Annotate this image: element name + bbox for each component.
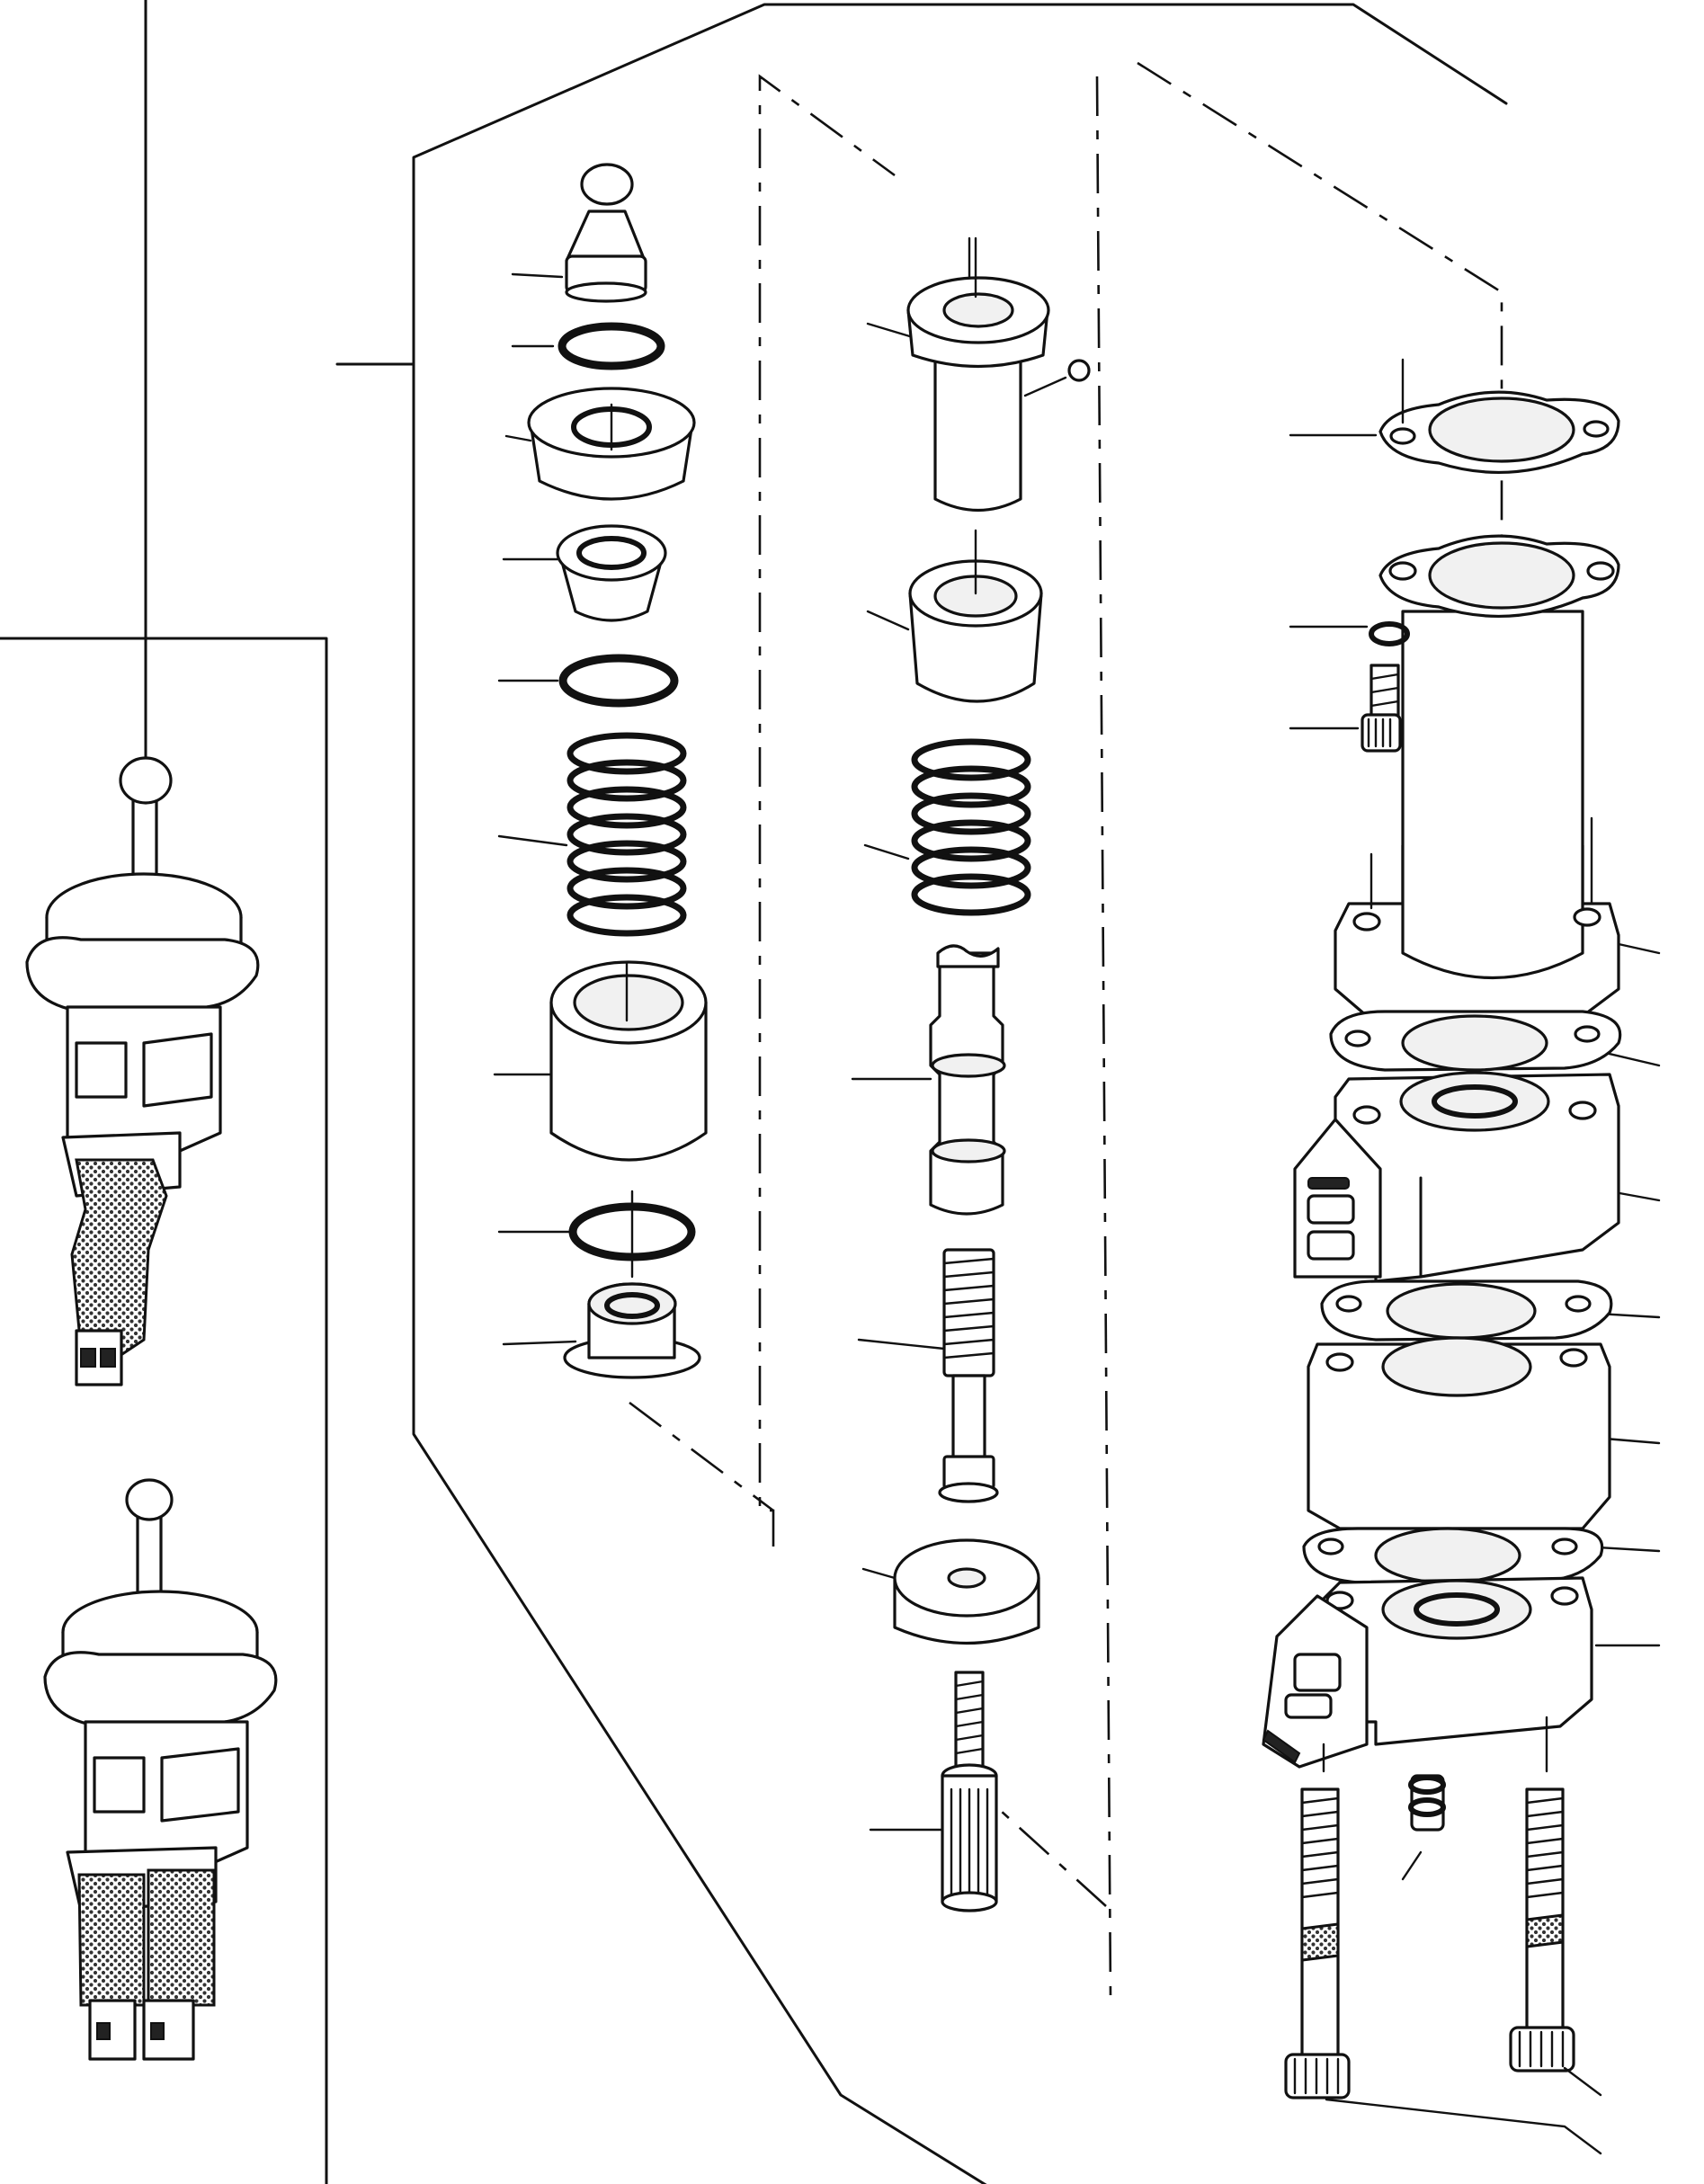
retainer — [866, 529, 1043, 703]
body-lower — [1262, 1576, 1661, 1773]
guide — [502, 524, 667, 622]
inset-frame — [0, 637, 328, 2184]
gasket-4 — [1302, 1527, 1661, 1584]
stem — [857, 1248, 999, 1503]
middle-column — [851, 236, 1091, 1912]
long-bolt-left — [1284, 1787, 1351, 2099]
o-ring-3 — [497, 1190, 696, 1279]
housing — [1289, 534, 1661, 1018]
plug — [1401, 1774, 1446, 1881]
gasket-3 — [1320, 1279, 1661, 1342]
spring-middle — [863, 738, 1031, 916]
assembly-frame — [335, 3, 1508, 2184]
washer-block — [861, 1538, 1040, 1645]
o-ring-2 — [497, 654, 679, 708]
right-column — [1262, 358, 1661, 2155]
piston — [866, 236, 1091, 512]
spacer — [1307, 1336, 1661, 1530]
left-column — [493, 163, 708, 1379]
bushing — [502, 1282, 701, 1379]
gasket-2 — [1329, 1010, 1661, 1072]
body-upper — [1293, 1071, 1661, 1283]
gasket-top — [1289, 358, 1620, 474]
cap — [504, 387, 696, 501]
spool — [851, 944, 1006, 1216]
sleeve — [493, 960, 708, 1162]
long-bolt-right — [1325, 1787, 1602, 2155]
o-ring-1 — [511, 322, 665, 370]
push-rod — [511, 163, 647, 303]
adjusting-screw — [869, 1671, 998, 1912]
assembled-view-lower — [43, 1478, 278, 2061]
spring-left — [497, 732, 687, 937]
assembled-view-upper — [25, 0, 260, 1386]
